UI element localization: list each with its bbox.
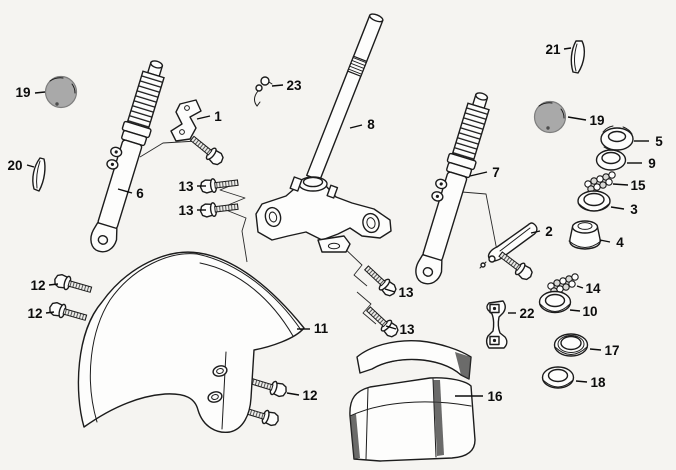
part-13-bolt-a — [199, 175, 240, 195]
part-12-bolt-c — [247, 373, 289, 399]
part-2-bolt — [495, 248, 536, 283]
callout-leader-3 — [610, 206, 625, 210]
callout-leader-12-a — [48, 283, 59, 286]
callout-label-10: 10 — [582, 304, 597, 319]
callout-label-11: 11 — [314, 321, 329, 336]
part-18-ring — [541, 366, 575, 389]
callout-leader-4 — [599, 239, 611, 243]
callout-label-13-b: 13 — [178, 203, 194, 218]
callout-label-3: 3 — [630, 202, 638, 217]
part-13-bolt-d — [363, 303, 402, 341]
part-1-bracket — [170, 99, 202, 142]
callout-label-21: 21 — [545, 42, 561, 57]
callout-leader-17 — [589, 348, 602, 351]
callout-label-12-b: 12 — [27, 306, 42, 321]
callout-label-1: 1 — [214, 109, 222, 124]
part-10-bearing-race-bottom — [538, 290, 572, 314]
callout-leader-20 — [26, 164, 35, 168]
leader-construction-lines — [139, 140, 499, 325]
callout-leader-8 — [349, 124, 363, 129]
callout-leader-2 — [530, 230, 541, 234]
callout-leader-12-c — [286, 392, 300, 396]
callout-leader-6 — [117, 188, 133, 194]
callout-label-16: 16 — [487, 389, 503, 404]
callout-leader-23 — [271, 84, 284, 87]
part-20-trim-wedge — [32, 157, 46, 192]
callout-leader-7 — [469, 171, 488, 177]
callout-leader-13-c — [384, 288, 396, 293]
part-2-cable-clamp — [479, 222, 538, 269]
callout-label-9: 9 — [648, 156, 656, 171]
part-8-steering-stem — [306, 13, 384, 182]
part-9-dust-seal — [595, 149, 627, 171]
part-5-stem-nut — [600, 125, 634, 152]
callout-label-7: 7 — [492, 165, 500, 180]
callout-leader-21 — [563, 47, 572, 50]
part-8-triple-clamp — [255, 176, 392, 253]
callout-label-22: 22 — [519, 306, 534, 321]
callout-label-18: 18 — [590, 375, 606, 390]
part-12-bolt-a — [52, 272, 94, 297]
callout-leader-14 — [576, 285, 584, 289]
callout-leader-15 — [612, 183, 629, 186]
callout-label-4: 4 — [616, 235, 624, 250]
part-19-lock-cap-left — [44, 75, 78, 109]
part-15-bearing-balls-upper — [584, 171, 616, 193]
part-19-lock-cap-right — [533, 100, 567, 134]
callout-label-23: 23 — [286, 78, 302, 93]
callout-leader-18 — [575, 380, 588, 383]
part-6-front-fork-left — [81, 55, 172, 257]
part-13-bolt-b — [199, 199, 240, 219]
callout-label-20: 20 — [7, 158, 22, 173]
callout-leader-10 — [569, 309, 581, 312]
callout-label-6: 6 — [136, 186, 144, 201]
callout-leader-19-right — [567, 116, 587, 121]
part-17-seal-ring — [553, 333, 589, 357]
callout-label-19-right: 19 — [589, 113, 604, 128]
part-4-dust-cone — [568, 220, 602, 250]
part-21-trim-wedge — [570, 40, 586, 74]
callout-label-5: 5 — [655, 134, 663, 149]
part-1-bolt — [187, 132, 227, 168]
callout-leader-1 — [196, 115, 211, 120]
callout-label-12-c: 12 — [302, 388, 317, 403]
callout-label-8: 8 — [367, 117, 375, 132]
part-16-front-cover — [349, 339, 476, 462]
callout-label-12-a: 12 — [30, 278, 45, 293]
callout-label-14: 14 — [585, 281, 601, 296]
part-23-wire-clip — [254, 76, 273, 107]
callout-label-13-d: 13 — [399, 322, 415, 337]
part-3-bearing-race-top — [577, 190, 611, 212]
callout-leader-19-left — [34, 91, 46, 94]
callout-label-17: 17 — [604, 343, 619, 358]
part-13-bolt-c — [361, 262, 400, 300]
callout-label-15: 15 — [630, 178, 646, 193]
part-11-front-fender — [77, 251, 305, 434]
callout-label-2: 2 — [545, 224, 553, 239]
callouts-layer: 1920612381313121211121313162227211959153… — [7, 42, 663, 404]
callout-label-13-c: 13 — [398, 285, 414, 300]
part-22-clamp-bracket — [485, 300, 508, 349]
callout-leader-12-b — [45, 311, 55, 314]
part-7-front-fork-right — [406, 87, 497, 289]
callout-label-19-left: 19 — [15, 85, 30, 100]
callout-label-13-a: 13 — [178, 179, 194, 194]
callout-leader-13-d — [385, 325, 397, 330]
